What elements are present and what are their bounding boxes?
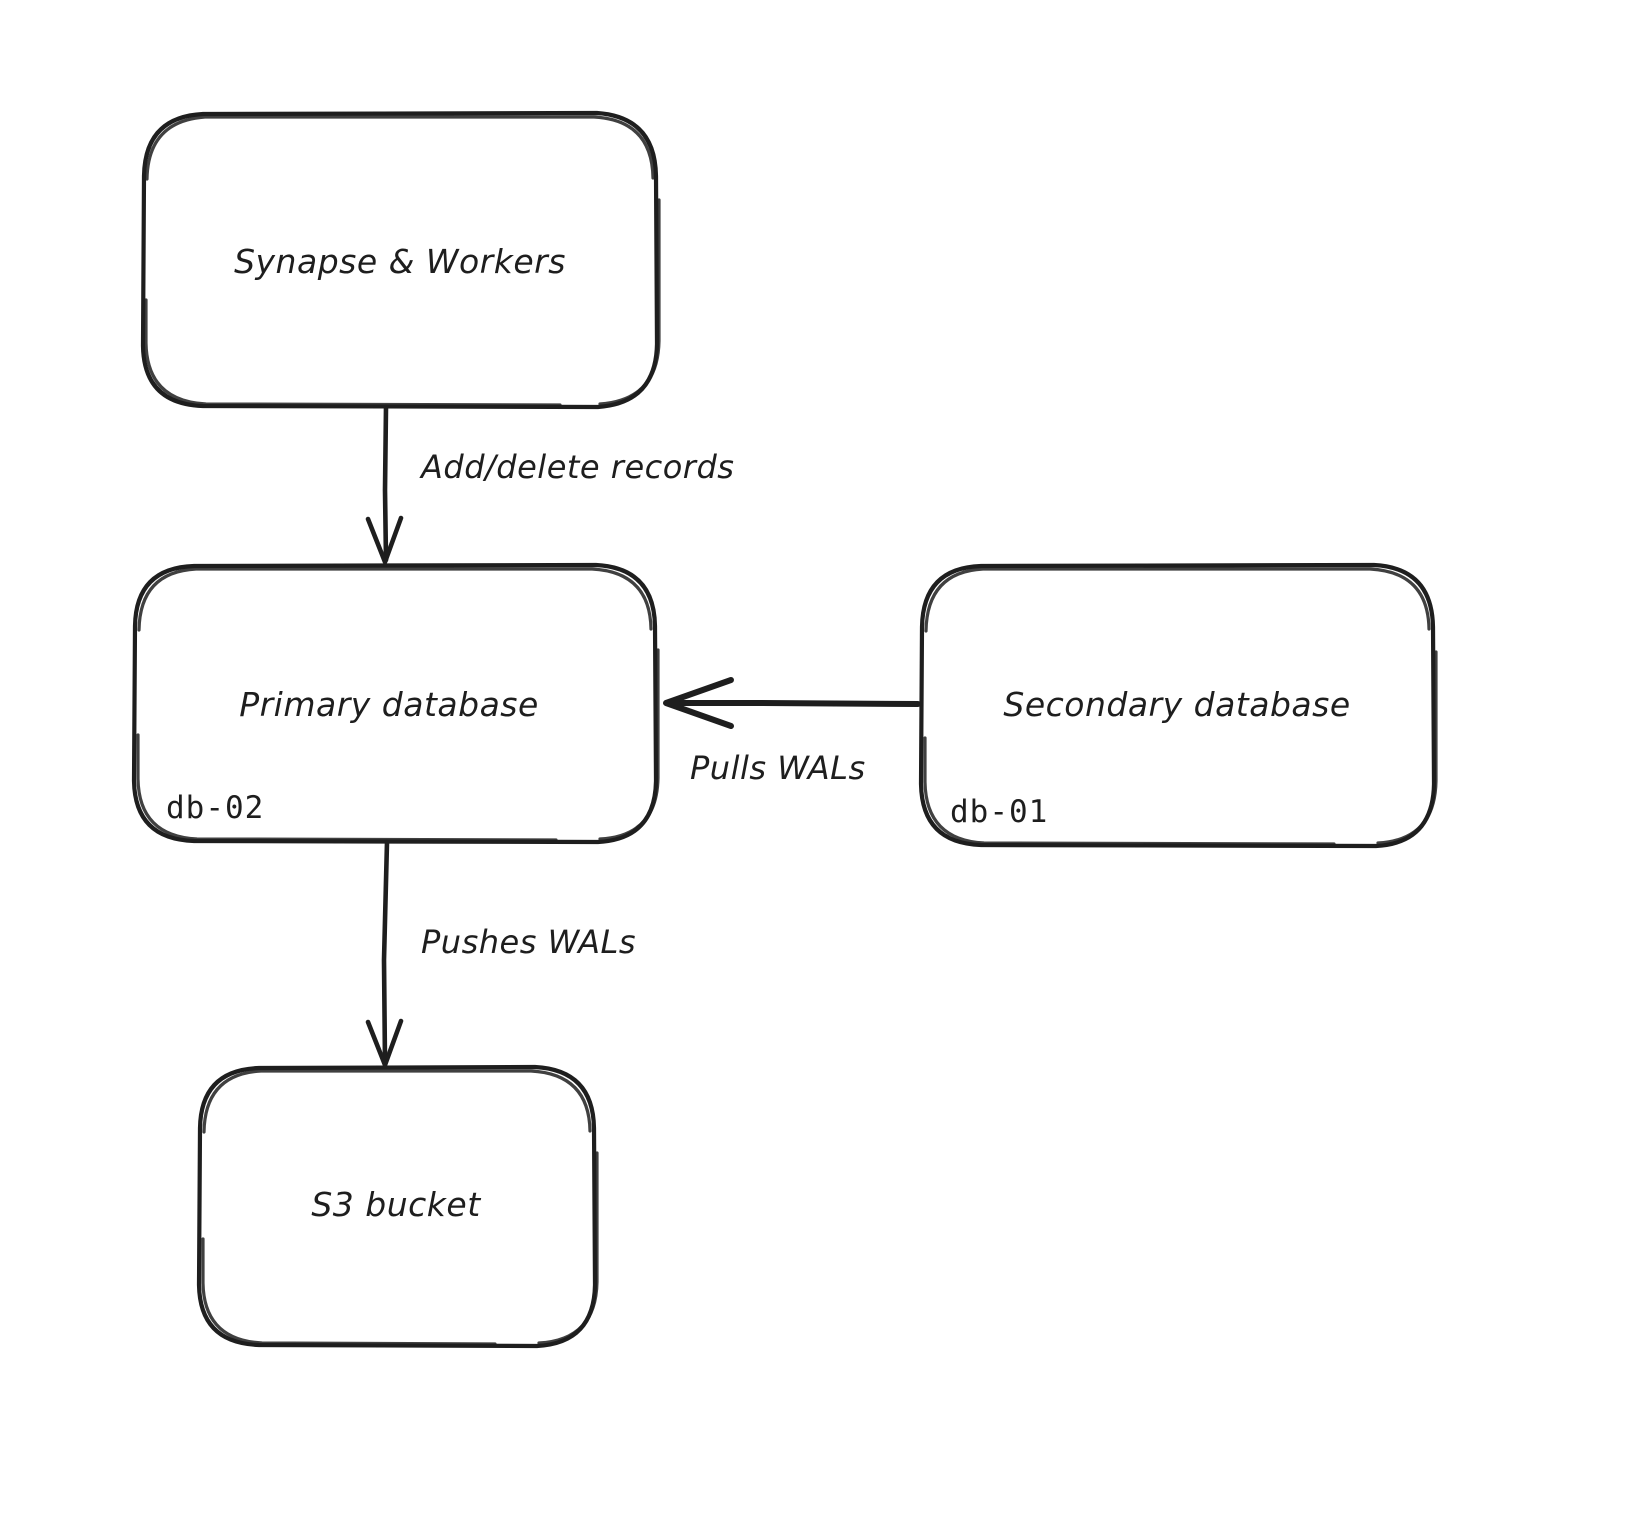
node-primary-database-label: Primary database [239, 685, 539, 724]
node-primary-database-outline-b [136, 567, 660, 842]
edge-primary-to-s3-arrowhead [365, 1018, 404, 1068]
edge-secondary-to-primary-line [665, 700, 921, 707]
edge-primary-to-s3: Pushes WALs [365, 839, 636, 1068]
node-secondary-database[interactable]: Secondary database db-01 [918, 562, 1438, 849]
edge-secondary-to-primary-label: Pulls WALs [690, 749, 866, 787]
node-secondary-database-sublabel: db-01 [950, 794, 1048, 830]
edge-secondary-to-primary: Pulls WALs [663, 677, 921, 787]
node-synapse-workers-outline-b [144, 115, 661, 407]
edge-synapse-to-primary-arrowhead [365, 515, 404, 565]
node-synapse-workers-outline-a [140, 110, 660, 410]
node-secondary-database-label: Secondary database [1003, 685, 1350, 724]
node-synapse-workers-label: Synapse & Workers [234, 242, 566, 281]
node-s3-bucket-fill [199, 1068, 595, 1345]
node-primary-database-sublabel: db-02 [166, 790, 264, 826]
node-secondary-database-outline-b [923, 567, 1438, 846]
edge-secondary-to-primary-arrowhead [663, 677, 734, 729]
node-synapse-workers-fill [143, 114, 657, 406]
edge-synapse-to-primary: Add/delete records [365, 404, 734, 565]
node-primary-database-outline-a [131, 562, 659, 845]
node-primary-database[interactable]: Primary database db-02 [131, 562, 660, 845]
node-secondary-database-fill [921, 566, 1434, 845]
node-secondary-database-outline-a [918, 562, 1437, 849]
edge-primary-to-s3-label: Pushes WALs [421, 923, 636, 961]
edge-primary-to-s3-line [381, 839, 390, 1066]
node-s3-bucket-outline-a [196, 1064, 598, 1349]
node-s3-bucket-label: S3 bucket [311, 1185, 481, 1224]
edge-synapse-to-primary-line [382, 404, 389, 563]
node-s3-bucket[interactable]: S3 bucket [196, 1064, 599, 1349]
node-primary-database-fill [134, 566, 656, 841]
node-s3-bucket-outline-b [201, 1069, 599, 1346]
edge-synapse-to-primary-label: Add/delete records [419, 448, 734, 486]
node-synapse-workers[interactable]: Synapse & Workers [140, 110, 661, 410]
